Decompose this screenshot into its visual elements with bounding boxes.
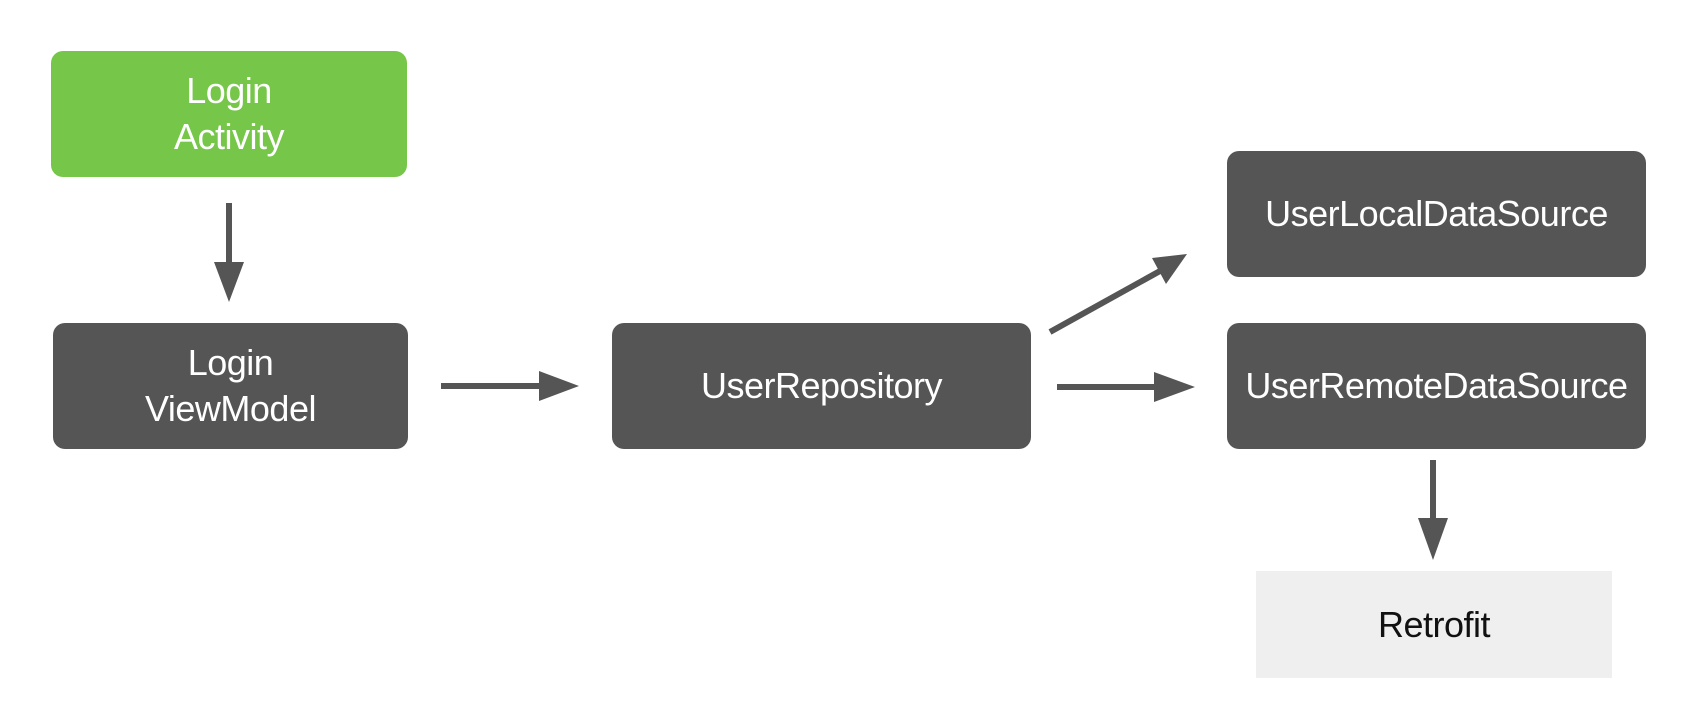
user-local-data-source-label: UserLocalDataSource	[1265, 193, 1608, 234]
user-remote-data-source-label: UserRemoteDataSource	[1245, 365, 1628, 406]
retrofit-node: Retrofit	[1256, 571, 1612, 678]
login-activity-node: Login Activity	[51, 51, 407, 177]
login-viewmodel-label: Login ViewModel	[145, 342, 316, 429]
user-repository-label: UserRepository	[700, 365, 943, 406]
arrow-loginviewmodel-to-userrepository	[441, 371, 579, 401]
user-remote-data-source-node: UserRemoteDataSource	[1227, 323, 1646, 449]
arrow-userrepository-to-userremotedatasource	[1057, 372, 1195, 402]
arrow-loginactivity-to-loginviewmodel	[214, 203, 244, 302]
arrow-userrepository-to-userlocaldatasource	[1048, 254, 1187, 335]
login-viewmodel-node: Login ViewModel	[53, 323, 408, 449]
retrofit-label: Retrofit	[1377, 603, 1491, 645]
user-local-data-source-node: UserLocalDataSource	[1227, 151, 1646, 277]
user-repository-node: UserRepository	[612, 323, 1031, 449]
arrow-userremotedatasource-to-retrofit	[1418, 460, 1448, 560]
login-activity-label: Login Activity	[173, 70, 285, 157]
